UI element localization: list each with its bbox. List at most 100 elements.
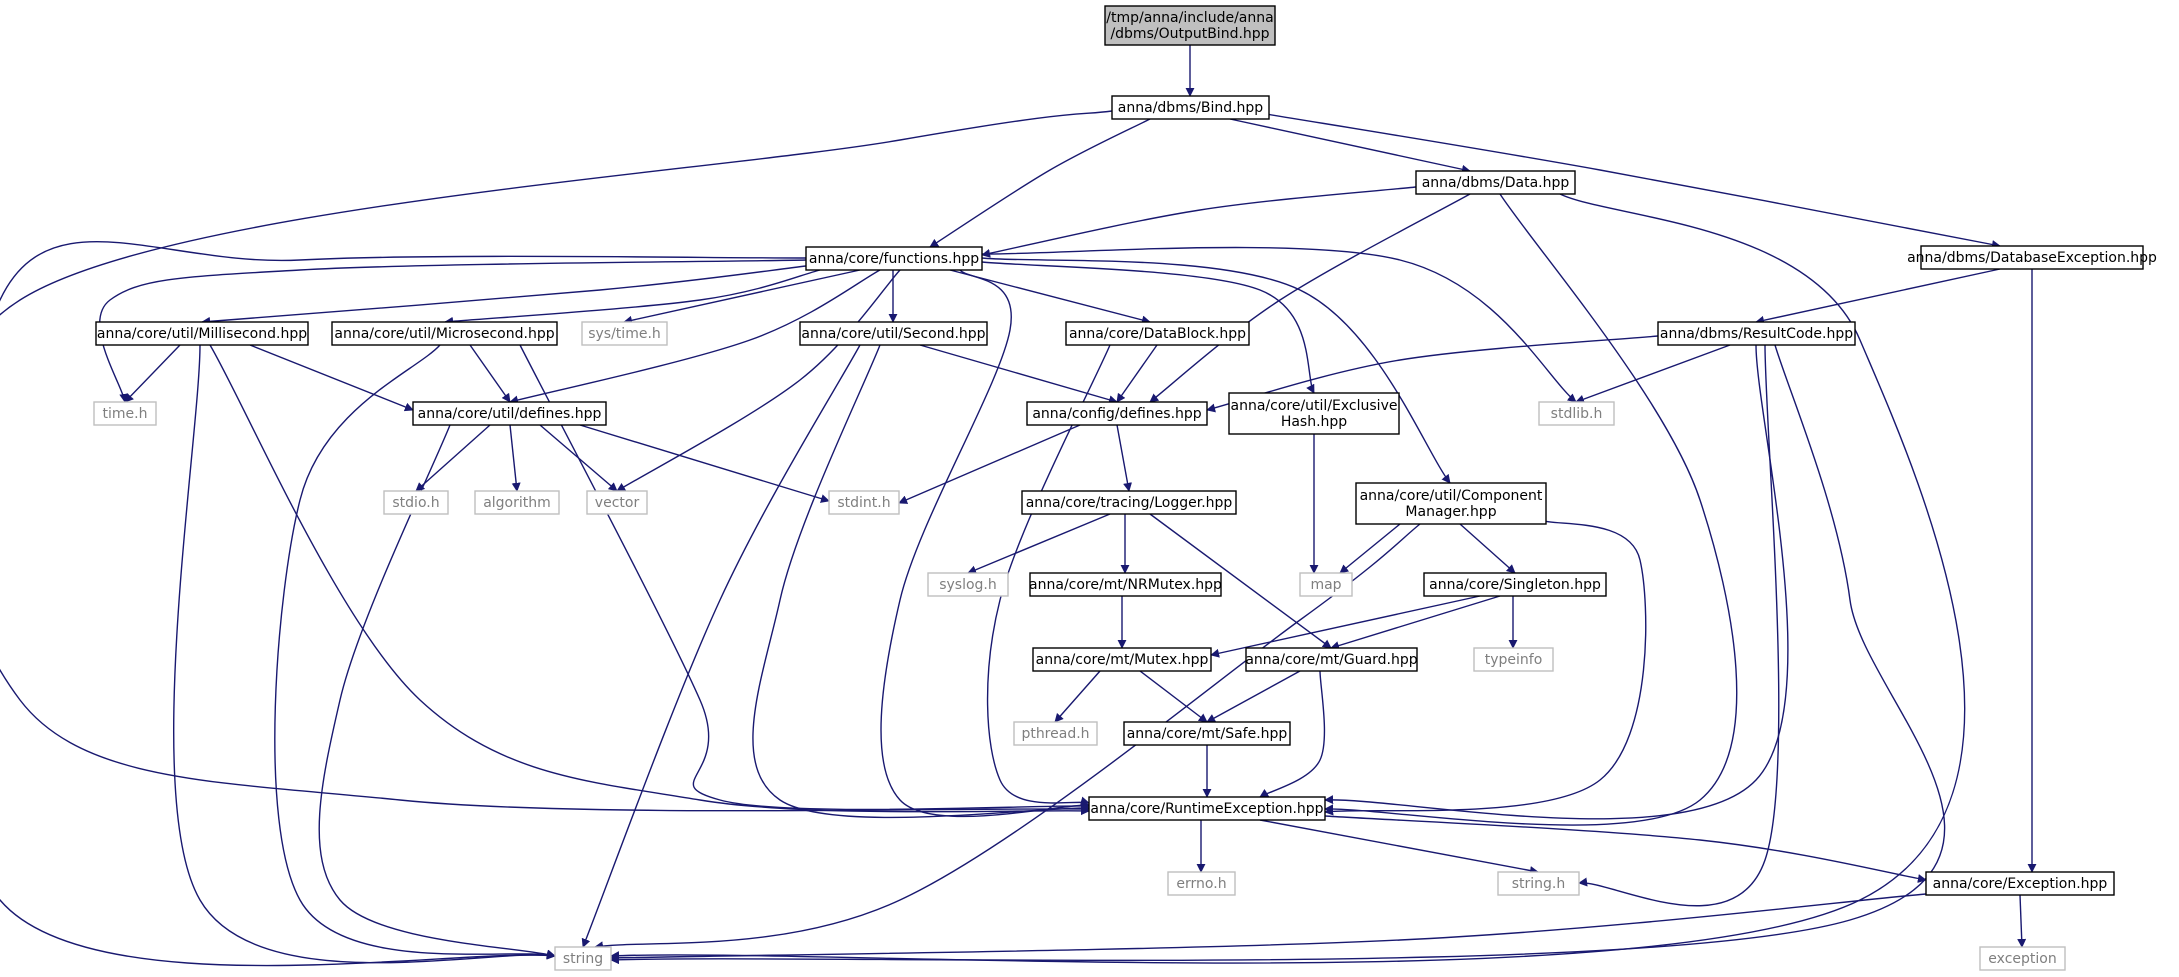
node-nrmutex[interactable]: anna/core/mt/NRMutex.hpp <box>1029 572 1222 597</box>
edges-layer <box>0 45 2037 967</box>
node-label: vector <box>595 495 640 511</box>
edge-resultcode-to-stringh <box>1578 344 1780 907</box>
node-resultcode[interactable]: anna/dbms/ResultCode.hpp <box>1657 321 1856 346</box>
node-runtimeexc[interactable]: anna/core/RuntimeException.hpp <box>1088 796 1326 821</box>
node-safe[interactable]: anna/core/mt/Safe.hpp <box>1123 721 1291 746</box>
edge-bind-to-runtimeexc <box>0 110 1113 814</box>
node-box <box>331 321 558 346</box>
node-utildefines[interactable]: anna/core/util/defines.hpp <box>412 401 607 426</box>
node-outputbind[interactable]: /tmp/anna/include/anna/dbms/OutputBind.h… <box>1104 5 1276 46</box>
node-dbexception[interactable]: anna/dbms/DatabaseException.hpp <box>1907 245 2157 270</box>
node-label: anna/core/mt/Guard.hpp <box>1245 652 1417 668</box>
edge-data-to-functions <box>981 186 1417 258</box>
node-box <box>1423 572 1607 597</box>
node-box <box>1167 871 1236 896</box>
node-box <box>927 572 1009 597</box>
node-label: anna/core/tracing/Logger.hpp <box>1026 495 1233 511</box>
edge-guard-to-runtimeexc <box>1259 670 1326 798</box>
node-box <box>1538 401 1615 426</box>
node-errno: errno.h <box>1167 871 1236 896</box>
node-label: anna/core/DataBlock.hpp <box>1069 326 1246 342</box>
node-label: anna/config/defines.hpp <box>1032 406 1201 422</box>
edge-bind-to-functions <box>929 118 1151 248</box>
edge-functions-to-utildefines <box>509 269 881 405</box>
node-label: algorithm <box>483 495 551 511</box>
edge-data-to-runtimeexc <box>1324 193 1738 826</box>
node-bind[interactable]: anna/dbms/Bind.hpp <box>1111 95 1270 120</box>
edge-millisecond-to-string <box>172 344 556 964</box>
node-box <box>1228 392 1400 435</box>
node-exception_hpp[interactable]: anna/core/Exception.hpp <box>1925 871 2115 896</box>
node-box <box>1979 946 2066 971</box>
node-label: Manager.hpp <box>1405 504 1496 520</box>
node-box <box>1415 170 1576 195</box>
node-box <box>581 321 668 346</box>
edge-singleton-to-mutex <box>1210 595 1481 658</box>
edge-configdefines-to-logger <box>1116 424 1132 492</box>
node-box <box>1920 245 2144 270</box>
node-label: anna/dbms/DatabaseException.hpp <box>1907 250 2157 266</box>
node-label: anna/dbms/Data.hpp <box>1422 175 1570 191</box>
node-box <box>1111 95 1270 120</box>
node-box <box>95 321 309 346</box>
node-label: pthread.h <box>1021 726 1089 742</box>
node-box <box>93 401 157 426</box>
edge-millisecond-to-runtimeexc <box>209 344 1090 816</box>
node-label: anna/core/util/Microsecond.hpp <box>334 326 554 342</box>
node-label: exception <box>1988 951 2056 967</box>
node-label: anna/core/util/Millisecond.hpp <box>97 326 307 342</box>
node-label: syslog.h <box>939 577 997 593</box>
node-configdefines[interactable]: anna/config/defines.hpp <box>1026 401 1208 426</box>
node-box <box>383 490 449 515</box>
node-box <box>1245 647 1418 672</box>
node-label: anna/core/mt/Safe.hpp <box>1127 726 1288 742</box>
node-systime: sys/time.h <box>581 321 668 346</box>
edge-guard-to-safe <box>1206 670 1301 723</box>
node-label: time.h <box>103 406 148 422</box>
node-label: map <box>1310 577 1341 593</box>
node-label: stdint.h <box>837 495 890 511</box>
node-datablock[interactable]: anna/core/DataBlock.hpp <box>1065 321 1250 346</box>
edge-functions-to-systime <box>623 269 861 325</box>
node-label: Hash.hpp <box>1281 414 1347 430</box>
node-millisecond[interactable]: anna/core/util/Millisecond.hpp <box>95 321 309 346</box>
edge-utildefines-to-string <box>318 424 556 959</box>
edge-microsecond-to-string <box>274 344 556 959</box>
node-label: /dbms/OutputBind.hpp <box>1110 26 1269 42</box>
node-box <box>1104 5 1276 46</box>
node-label: string.h <box>1512 876 1566 892</box>
node-singleton[interactable]: anna/core/Singleton.hpp <box>1423 572 1607 597</box>
edge-utildefines-to-algorithm <box>509 424 521 492</box>
node-label: anna/core/util/Component <box>1360 488 1543 504</box>
edge-functions-to-exclusivehash <box>981 261 1315 394</box>
node-typeinfo: typeinfo <box>1473 647 1554 672</box>
edge-bind-to-dbexception <box>1259 112 2001 249</box>
node-syslog: syslog.h <box>927 572 1009 597</box>
node-box <box>474 490 560 515</box>
edge-singleton-to-guard <box>1330 595 1501 650</box>
node-label: /tmp/anna/include/anna <box>1106 10 1273 26</box>
node-stdlib: stdlib.h <box>1538 401 1615 426</box>
edge-configdefines-to-stdint <box>898 424 1081 504</box>
node-microsecond[interactable]: anna/core/util/Microsecond.hpp <box>331 321 558 346</box>
node-second[interactable]: anna/core/util/Second.hpp <box>799 321 988 346</box>
node-box <box>1299 572 1353 597</box>
node-box <box>1065 321 1250 346</box>
edge-functions-to-string <box>0 241 807 967</box>
node-box <box>1021 490 1237 515</box>
edge-functions-to-microsecond <box>444 269 821 326</box>
node-string: string <box>554 946 612 971</box>
node-algorithm: algorithm <box>474 490 560 515</box>
edge-exception_hpp-to-string <box>610 893 1927 963</box>
node-stdio: stdio.h <box>383 490 449 515</box>
edge-functions-to-vector <box>616 269 901 492</box>
edge-datablock-to-configdefines <box>1116 344 1158 403</box>
node-mutex[interactable]: anna/core/mt/Mutex.hpp <box>1032 647 1212 672</box>
node-data[interactable]: anna/dbms/Data.hpp <box>1415 170 1576 195</box>
node-logger[interactable]: anna/core/tracing/Logger.hpp <box>1021 490 1237 515</box>
node-guard[interactable]: anna/core/mt/Guard.hpp <box>1245 647 1418 672</box>
node-label: string <box>563 951 603 967</box>
node-functions[interactable]: anna/core/functions.hpp <box>805 246 983 271</box>
